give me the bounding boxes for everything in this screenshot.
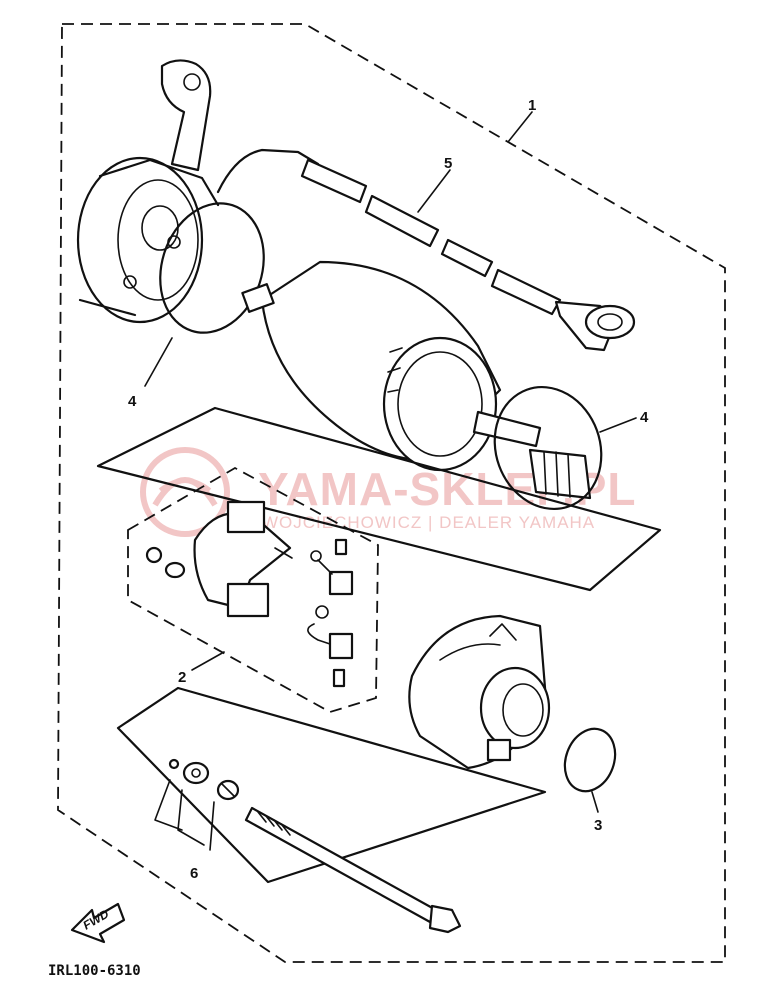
callout-2: 2 [178,669,186,686]
diagram-code: IRL100-6310 [48,963,141,979]
callout-6: 6 [190,865,198,882]
watermark-logo [140,447,230,537]
callout-1: 1 [528,97,536,114]
leader-1 [507,111,533,143]
o-ring-right [493,385,603,511]
leader-3 [591,791,599,813]
o-ring-3 [563,727,617,793]
leader-4a [144,337,173,387]
o-ring-left [159,202,265,334]
brush-holder-boundary [127,466,379,713]
through-bolt [244,806,462,934]
rear-cover [408,614,551,770]
leader-4b [599,417,637,433]
callout-5: 5 [444,155,452,172]
front-cover [76,59,220,324]
leader-2 [191,651,225,671]
watermark-subtitle: WOJCIECHOWICZ | DEALER YAMAHA [262,513,595,532]
callout-4a: 4 [128,393,137,410]
washer-plane [116,686,547,884]
wire-lead [216,148,636,352]
washers [168,758,240,801]
brush-holder-assembly [145,500,354,688]
gasket-plane [96,406,662,592]
fwd-arrow-icon: FWD [70,902,126,944]
leader-5 [417,169,451,213]
leader-6 [154,779,215,851]
callout-3: 3 [594,817,602,834]
callout-4b: 4 [640,409,649,426]
assembly-boundary [57,23,726,963]
